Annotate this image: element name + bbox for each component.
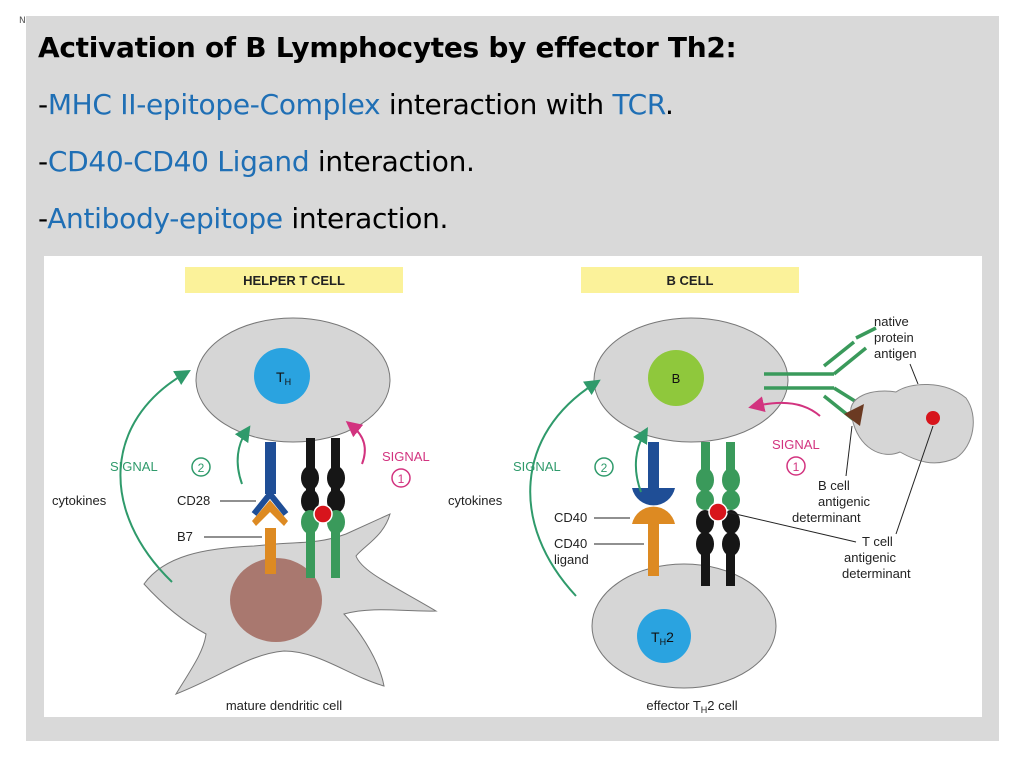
mhc-stalk-right [331,528,340,578]
cd40-ligand-head [632,506,675,524]
cd40-head [632,488,675,506]
tcr-domain [301,466,319,490]
cd40-receptor [648,442,659,490]
dendritic-caption: mature dendritic cell [226,698,342,713]
native-protein-antigen [850,383,974,464]
b-label: B [672,371,681,386]
native-leader [909,363,919,385]
bullet-dash: - [38,88,48,121]
cytokine-arrow-right [529,379,601,597]
cd28-label: CD28 [177,493,210,508]
signal-2-number-left: 2 [198,461,205,475]
tcr-domain [327,489,345,513]
mhc-domain [722,490,740,510]
mhc-stalk-right [726,442,735,482]
b-cell-antigenic-determinant [844,404,864,426]
b7-head [252,500,288,526]
bullet-dash: - [38,145,48,178]
th-label: TH [276,369,291,387]
native-label-2: protein [874,330,914,345]
bcell-det-label-3: determinant [792,510,861,525]
mhc-domain [722,468,740,492]
mhc-domain [696,468,714,492]
b-cell-header-box [581,267,799,293]
term-antibody-epitope: Antibody-epitope [47,202,283,235]
tcell-det-label-3: determinant [842,566,911,581]
th2-nucleus [637,609,691,663]
signal-1-label-left: SIGNAL [382,449,430,464]
signal-1-badge-right [786,456,806,476]
bullet-end: . [665,88,674,121]
signal-1-arrow-left [345,421,366,465]
cytokines-label-right: cytokines [448,493,503,508]
bullet-mhc-tcr: -MHC II-epitope-Complex interaction with… [38,88,674,121]
tcr-stalk-right [331,438,340,493]
b-cell-header: B CELL [667,273,714,288]
b-cell-antibody [764,340,868,422]
mhc-stalk-left [306,528,315,578]
cd40-label: CD40 [554,510,587,525]
signal-2-number-right: 2 [601,461,608,475]
bcell-det-label-1: B cell [818,478,850,493]
helper-t-cell-header-box [185,267,403,293]
signal-2-arrow-right [633,427,648,493]
tcell-det-label-2: antigenic [844,550,897,565]
signal-2-badge-left [191,457,211,477]
cd40-ligand-label-2: ligand [554,552,589,567]
bullet-text: interaction. [282,202,449,235]
dendritic-nucleus [230,558,322,642]
tcr-stalk-left [701,548,710,586]
th2-label: TH2 [651,629,674,647]
effector-caption: effector TH2 cell [646,698,737,715]
tcell-det-leader-antigen [895,425,934,535]
native-label-3: antigen [874,346,917,361]
helper-t-cell-header: HELPER T CELL [243,273,345,288]
th-nucleus [254,348,310,404]
mhc-stalk-left [701,442,710,482]
term-cd40-ligand: CD40-CD40 Ligand [47,145,310,178]
mhc-domain [696,490,714,510]
tcr-domain [327,466,345,490]
term-mhc-complex: MHC II-epitope-Complex [47,88,381,121]
cytokines-label-left: cytokines [52,493,107,508]
slide-title: Activation of B Lymphocytes by effector … [38,31,737,64]
b7-ligand [265,528,276,574]
cytokine-arrow-left [119,369,191,583]
tcell-det-label-1: T cell [862,534,893,549]
corner-mark: N [19,16,26,26]
bullet-text: interaction. [309,145,475,178]
bullet-antibody: -Antibody-epitope interaction. [38,202,448,235]
epitope-peptide [313,504,333,524]
signal-2-arrow-left [234,425,251,485]
t-cell-epitope [708,502,728,522]
signal-2-label-left: SIGNAL [110,459,158,474]
signal-2-label-right: SIGNAL [513,459,561,474]
term-tcr: TCR [612,88,666,121]
native-label-1: native [874,314,909,329]
signal-1-number-right: 1 [793,460,800,474]
b7-label: B7 [177,529,193,544]
tcell-det-leader [726,511,857,543]
tcr-domain [301,489,319,513]
signal-1-number-left: 1 [398,472,405,486]
t-cell-antigenic-determinant [926,411,940,425]
tcr-stalk-left [306,438,315,493]
signal-1-arrow-right [748,396,821,417]
cd28-head [251,489,289,516]
slide: Activation of B Lymphocytes by effector … [26,16,999,741]
signal-1-label-right: SIGNAL [772,437,820,452]
bcell-det-label-2: antigenic [818,494,871,509]
bullet-text: interaction with [380,88,613,121]
b-nucleus [648,350,704,406]
cd28-receptor [265,442,276,494]
tcr-stalk-right [726,548,735,586]
bullet-cd40: -CD40-CD40 Ligand interaction. [38,145,475,178]
bcell-det-leader [845,425,853,477]
signal-1-badge-left [391,468,411,488]
signal-2-badge-right [594,457,614,477]
bullet-dash: - [38,202,48,235]
cd40-ligand-label-1: CD40 [554,536,587,551]
activation-diagram: HELPER T CELL TH [44,256,982,717]
cd40-ligand [648,522,659,576]
